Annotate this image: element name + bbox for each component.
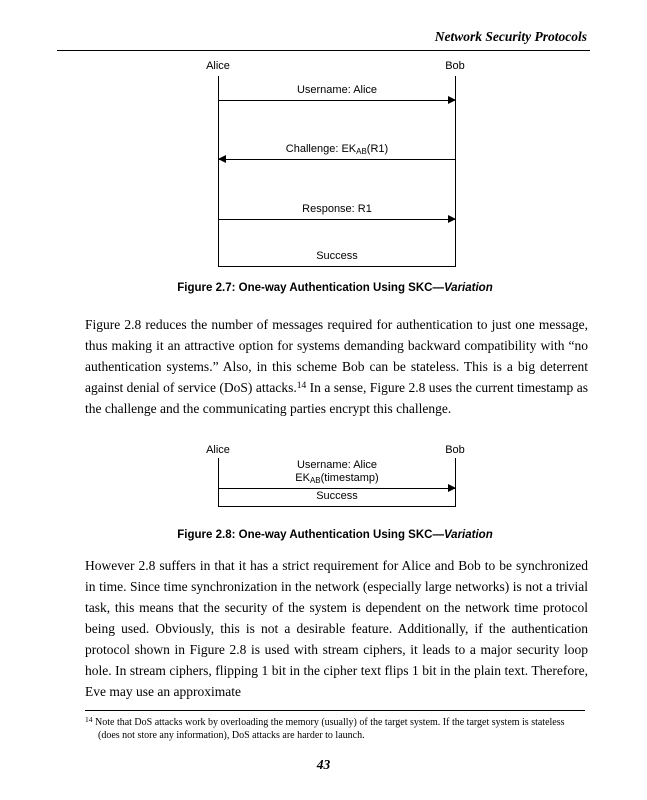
key-subscript: AB [356, 147, 367, 156]
message-success: Success [218, 490, 456, 507]
message-success: Success [218, 250, 456, 267]
arrow-left-icon [218, 155, 226, 163]
footnote-number: 14 [85, 715, 93, 724]
arrow-right-icon [448, 215, 456, 223]
message-challenge: Challenge: EKAB(R1) [218, 143, 456, 163]
message-line [218, 506, 456, 507]
message-label: EKAB(timestamp) [295, 472, 379, 485]
lifeline-alice [218, 76, 219, 266]
header-rule [57, 50, 590, 51]
arrow-right-icon [448, 96, 456, 104]
message-arrow [218, 215, 456, 223]
figure-2-7-diagram: Alice Bob Username: Alice Challenge: EKA… [85, 60, 585, 272]
message-username-timestamp: Username: Alice EKAB(timestamp) [218, 459, 456, 492]
message-label: Challenge: EKAB(R1) [285, 143, 389, 156]
lifeline-bob [455, 76, 456, 266]
actor-label-bob: Bob [445, 444, 465, 456]
running-header: Network Security Protocols [434, 29, 587, 44]
footnote-text: Note that DoS attacks work by overloadin… [92, 717, 565, 741]
figure-2-8-diagram: Alice Bob Username: Alice EKAB(timestamp… [85, 444, 585, 512]
message-arrow [218, 96, 456, 104]
caption-emphasis: Variation [443, 282, 493, 294]
message-arrow [218, 155, 456, 163]
paragraph-2: However 2.8 suffers in that it has a str… [85, 558, 588, 699]
caption-text: Figure 2.7: One-way Authentication Using… [177, 282, 444, 294]
message-label: Username: Alice [296, 84, 378, 96]
arrow-right-icon [448, 484, 456, 492]
message-line [218, 266, 456, 267]
message-label: Response: R1 [302, 203, 372, 215]
caption-emphasis: Variation [443, 529, 493, 541]
paragraph-text: Figure 2.8 reduces the number of message… [85, 317, 588, 395]
message-label: Success [316, 250, 358, 262]
footnote-rule [85, 710, 585, 711]
page-number: 43 [316, 757, 331, 772]
figure-2-7-caption: Figure 2.7: One-way Authentication Using… [85, 281, 585, 295]
message-response: Response: R1 [218, 203, 456, 223]
caption-text: Figure 2.8: One-way Authentication Using… [177, 529, 444, 541]
figure-2-8-caption: Figure 2.8: One-way Authentication Using… [85, 528, 585, 542]
lifeline-alice [218, 458, 219, 506]
actor-label-bob: Bob [445, 60, 465, 72]
paragraph-text: In a sense, Figure 2.8 uses the current … [85, 380, 588, 416]
message-label: Username: Alice [296, 459, 378, 471]
message-arrow [218, 484, 456, 492]
paragraph-1: Figure 2.8 reduces the number of message… [85, 314, 588, 419]
footnote-14: 14 Note that DoS attacks work by overloa… [85, 716, 585, 742]
key-subscript: AB [309, 476, 321, 485]
message-username: Username: Alice [218, 84, 456, 104]
footnote-ref-14: 14 [296, 381, 307, 391]
actor-label-alice: Alice [206, 60, 230, 72]
message-label: Success [316, 490, 358, 502]
lifeline-bob [455, 458, 456, 506]
actor-label-alice: Alice [206, 444, 230, 456]
